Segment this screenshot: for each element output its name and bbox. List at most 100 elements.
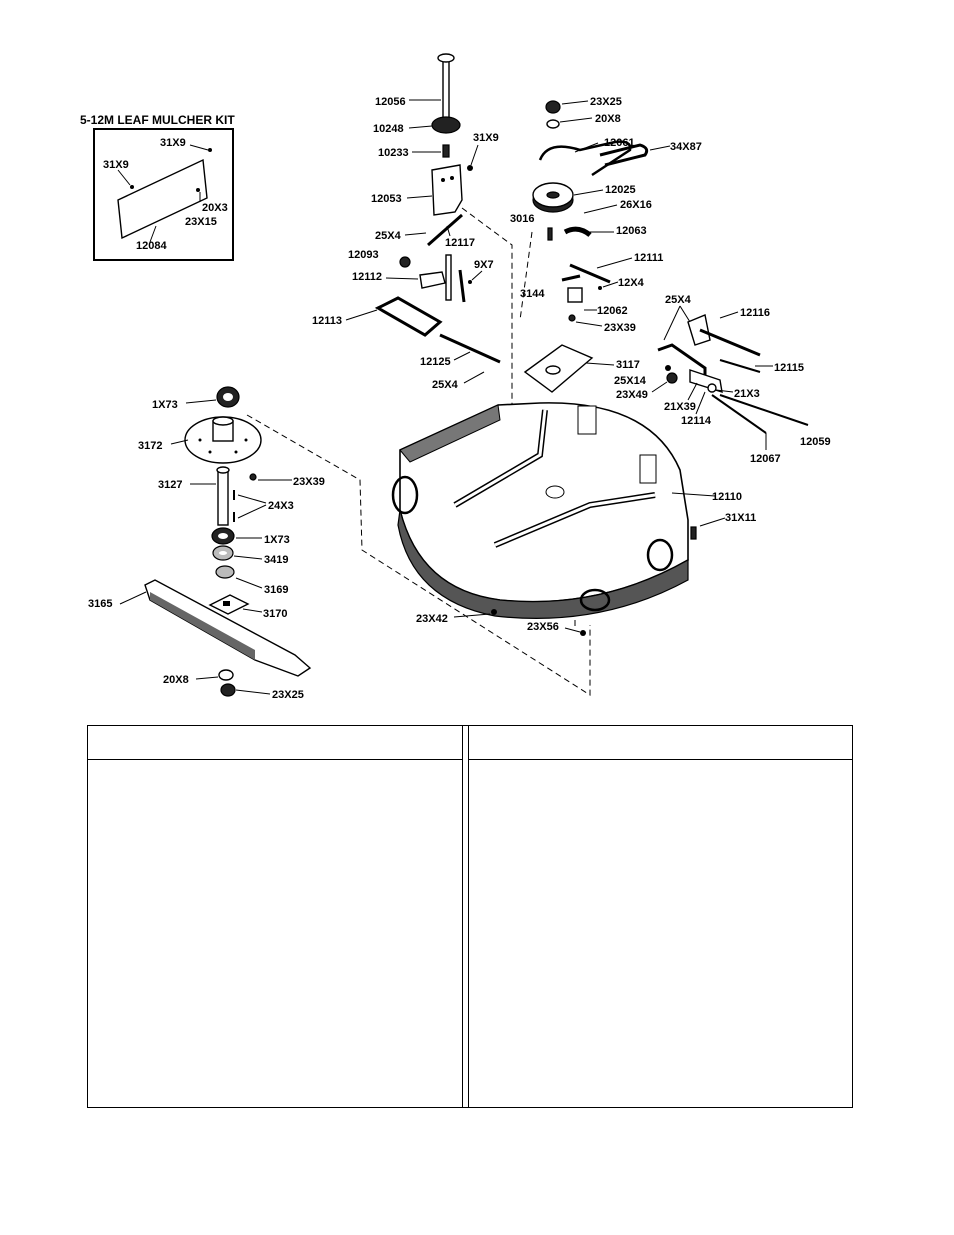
parts-list-right-column	[468, 726, 852, 1107]
label-3144: 3144	[520, 288, 545, 300]
label-12110: 12110	[712, 491, 742, 503]
label-12056: 12056	[375, 96, 406, 108]
parts-list-right-body	[469, 760, 852, 772]
rod-12117	[427, 213, 463, 247]
label-12093: 12093	[348, 249, 379, 261]
nut-23x42	[491, 609, 497, 615]
label-10248: 10248	[373, 123, 404, 135]
label-21x3: 21X3	[734, 388, 760, 400]
label-23x39-b: 23X39	[293, 476, 325, 488]
nut-23x25-b	[220, 683, 236, 697]
label-12059: 12059	[800, 436, 831, 448]
rod-12067	[711, 394, 767, 434]
label-3169: 3169	[264, 584, 288, 596]
label-3419: 3419	[264, 554, 288, 566]
rod-12125	[439, 333, 501, 364]
kit-label-12084: 12084	[136, 240, 167, 252]
label-12x4: 12X4	[618, 277, 645, 289]
kit-label-31x9-b: 31X9	[103, 159, 129, 171]
label-9x7: 9X7	[474, 259, 494, 271]
label-12112: 12112	[352, 271, 382, 283]
label-23x25-a: 23X25	[590, 96, 622, 108]
label-25x14: 25X14	[614, 375, 647, 387]
label-12116: 12116	[740, 307, 770, 319]
bracket-12053	[431, 164, 463, 216]
label-1x73-b: 1X73	[264, 534, 290, 546]
label-23x49: 23X49	[616, 389, 648, 401]
spring-3144	[561, 274, 581, 282]
label-12113: 12113	[312, 315, 342, 327]
bolt-3016	[547, 227, 553, 241]
nut-23x39-b	[249, 473, 257, 481]
kit-bolt-31x9-b	[130, 185, 134, 189]
pin-9x7	[468, 280, 472, 284]
label-12025: 12025	[605, 184, 636, 196]
label-23x56: 23X56	[527, 621, 559, 633]
parts-list-left-body	[88, 760, 462, 772]
label-3016: 3016	[510, 213, 534, 225]
mower-deck-12110: 12110	[391, 402, 742, 619]
rod-12115	[719, 359, 761, 373]
nut-23x39-a	[568, 314, 576, 322]
label-24x3: 24X3	[268, 500, 294, 512]
label-3170: 3170	[263, 608, 287, 620]
label-12114: 12114	[681, 415, 712, 427]
nut-23x25-a	[545, 100, 561, 114]
label-23x39-a: 23X39	[604, 322, 636, 334]
kit-washer-20x3	[196, 188, 200, 192]
label-10233: 10233	[378, 147, 409, 159]
bracket-12062	[567, 287, 583, 303]
label-23x25-b: 23X25	[272, 689, 304, 701]
parts-list-left-header	[88, 726, 462, 760]
belt-34x87	[599, 143, 649, 167]
bolt-31x11	[690, 526, 697, 540]
washer-20x8-b	[218, 669, 234, 681]
label-26x16: 26X16	[620, 199, 652, 211]
bolt-25x14	[665, 365, 671, 371]
label-25x4-c: 25X4	[665, 294, 692, 306]
label-20x8-a: 20X8	[595, 113, 621, 125]
label-25x4-a: 25X4	[375, 230, 402, 242]
label-1x73-a: 1X73	[152, 399, 178, 411]
washer-21x3	[707, 383, 717, 393]
label-25x4-b: 25X4	[432, 379, 459, 391]
label-3172: 3172	[138, 440, 162, 452]
label-12062: 12062	[597, 305, 628, 317]
leaf-mulcher-kit-inset: 5-12M LEAF MULCHER KIT 31X9 31X9 20X3 23…	[80, 113, 235, 261]
kit-title: 5-12M LEAF MULCHER KIT	[80, 113, 235, 127]
label-12067: 12067	[750, 453, 781, 465]
lever-12113	[374, 296, 443, 337]
label-12111: 12111	[634, 252, 663, 264]
label-34x87: 34X87	[670, 141, 702, 153]
blade-spindle-assembly: 1X73 3172 23X39 3127 24X3 1X73 3419 3169	[88, 386, 325, 701]
spring-10233	[442, 144, 450, 158]
arm-12111	[569, 263, 611, 284]
exploded-parts-diagram: 5-12M LEAF MULCHER KIT 31X9 31X9 20X3 23…	[80, 53, 831, 701]
kit-bolt-31x9	[208, 148, 212, 152]
bolt-31x9-c	[467, 165, 473, 171]
spindle-3127	[217, 469, 229, 526]
parts-list-right-header	[469, 726, 852, 760]
kit-label-20x3: 20X3	[202, 202, 228, 214]
deck-fasteners: 23X42 23X56	[416, 609, 586, 636]
label-21x39: 21X39	[664, 401, 696, 413]
parts-list-left-column	[88, 726, 463, 1107]
kit-label-23x15: 23X15	[185, 216, 217, 228]
label-12053: 12053	[371, 193, 402, 205]
label-3127: 3127	[158, 479, 182, 491]
label-31x11: 31X11	[725, 512, 756, 524]
label-12117: 12117	[445, 237, 475, 249]
nut-12093	[399, 256, 411, 268]
label-20x8-b: 20X8	[163, 674, 189, 686]
label-12125: 12125	[420, 356, 451, 368]
height-adjust-linkage: 25X4 12116 12115 25X14 23X49 21X3 21X39 …	[614, 294, 831, 540]
label-12061: 12061	[604, 137, 635, 149]
label-3165: 3165	[88, 598, 112, 610]
rod-12059	[719, 394, 809, 426]
spindle-column-parts: 12056 10248 10233 12053 31X9 25X4 12117 …	[312, 53, 501, 391]
nut-23x56	[580, 630, 586, 636]
kit-label-31x9-a: 31X9	[160, 137, 186, 149]
adapter-3169	[215, 565, 235, 579]
bracket-12112	[419, 271, 446, 289]
label-23x42: 23X42	[416, 613, 448, 625]
